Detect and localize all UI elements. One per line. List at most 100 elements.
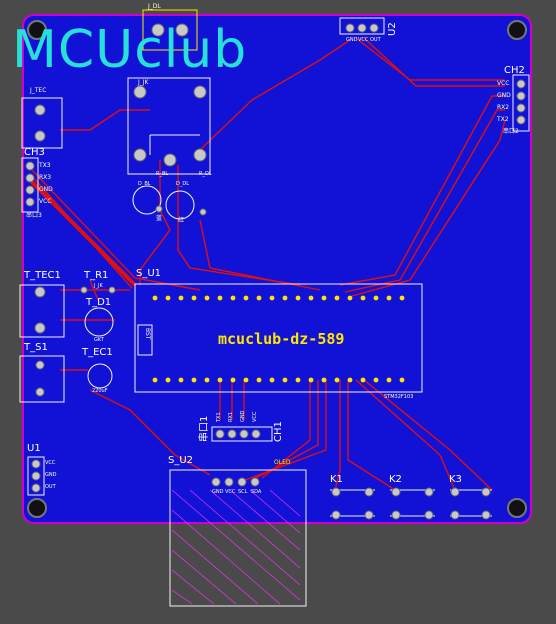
pad-k1-1 [331,487,341,497]
t-ec1-label: T_EC1 [82,347,113,358]
pad-j-dl-1 [151,23,165,37]
relay-jk-label: J_JK [138,79,149,86]
pad-k3-4 [481,510,491,520]
r-dl-label: R_DL [199,171,212,177]
k3-label: K3 [449,474,462,485]
trace-mcu-k3 [355,379,456,491]
trace-u2-ch2-gnd [363,37,505,87]
u2-header-outline [339,17,385,35]
pad-k2-3 [391,510,401,520]
pad-t-r1-2 [108,286,116,294]
t-s1-label: T_S1 [24,342,48,353]
pad-ch3-1 [25,161,35,171]
trace-ch2-tx2 [344,109,505,293]
trace-ch2-rx2 [339,95,505,286]
ch3-pin-tx3: TX3 [39,162,51,169]
t-ec1-value: 220uF [92,388,108,394]
trace-ch3-rx [29,173,133,289]
oled-pin-sda: SDA [251,489,262,495]
mounting-hole-bottom-right [507,498,527,518]
trace-relay-mcu-2 [177,165,301,286]
trace-r1 [89,279,99,301]
pad-r-bl [155,205,163,213]
ch2-note: 串口2 [503,128,519,135]
pad-t-s1-1 [35,360,45,370]
t-r1-jk-label: J_JK [94,283,103,289]
j-tec-label: J_TEC [30,87,47,94]
pad-oled-3 [237,477,247,487]
pad-ch2-3 [516,103,526,113]
trace-ec1-oled [89,389,211,476]
mcu-outline [134,283,423,393]
trace-ch2-tx2b [351,119,506,297]
ch2-pin-gnd: GND [497,92,511,99]
d-bl-label: D_BL [138,181,151,187]
pad-u2-3 [369,23,379,33]
pad-ch1-1 [215,429,225,439]
j-dl-outline [142,9,198,51]
t-r1-label: T_R1 [84,270,109,281]
t-d1-outline [84,307,114,337]
brand-logo-text: MCUclub [12,20,248,80]
oled-pin-gnd: GND [212,489,224,495]
trace-mcu-k2 [347,380,396,491]
d-dl-outline [165,190,195,220]
pad-relay-4 [163,153,177,167]
pad-k1-3 [331,510,341,520]
ch2-pin-vcc: VCC [497,80,510,87]
d-dl-label: D_DL [176,181,189,187]
ch3-pin-rx3: RX3 [39,174,52,181]
pad-ch2-2 [516,91,526,101]
bst-label: BST [144,328,151,340]
trace-relay-jtec [60,109,150,131]
j-tec-outline [21,97,63,149]
pad-t-s1-2 [35,387,45,397]
ch1-prefix: 串口1 [199,415,210,442]
k1-label: K1 [330,474,343,485]
trace-relay-mcu [139,160,171,285]
pad-j-dl-2 [175,23,189,37]
pad-u1-2 [31,471,41,481]
trace-mcu-oled-vcc [239,380,327,483]
pad-relay-5 [193,148,207,162]
pad-t-r1-1 [80,286,88,294]
ch3-header-outline [21,157,39,213]
u2-pin-2: VCC [358,37,369,43]
pad-k3-3 [450,510,460,520]
pad-oled-2 [224,477,234,487]
pad-k2-1 [391,487,401,497]
pad-ch2-4 [516,115,526,125]
oled-label: OLED [274,459,291,466]
bst-outline [137,324,153,356]
trace-mcu-oled-sda [261,380,311,479]
u2-pin-3: OUT [370,37,381,43]
pad-ch3-3 [25,185,35,195]
pad-u1-1 [31,459,41,469]
k2-label: K2 [389,474,402,485]
pad-ch3-2 [25,173,35,183]
pad-relay-1 [133,85,147,99]
j-dl-label: J_DL [148,3,161,10]
mcu-chip-label: STM32F103 [384,394,414,400]
t-tec1-outline [19,284,65,338]
ch3-note: 串口3 [26,212,42,219]
pad-u2-2 [357,23,367,33]
u2-pin-1: GND [346,37,358,43]
pad-ch1-3 [239,429,249,439]
pad-k3-2 [481,487,491,497]
ch3-pin-vcc: VCC [39,198,52,205]
u1-label: U1 [27,443,41,454]
ch2-label: CH2 [504,65,525,76]
relay-outline [127,77,211,175]
mcu-pads-bottom [152,377,405,383]
board-title: mcuclub-dz-589 [218,330,345,348]
pad-u1-3 [31,483,41,493]
pad-r-dl [199,208,207,216]
pad-ch3-4 [25,197,35,207]
mounting-hole-bottom-left [27,498,47,518]
u2-label: U2 [387,22,398,36]
d-bl-outline [132,185,162,215]
ch2-pin-tx2: TX2 [497,116,509,123]
